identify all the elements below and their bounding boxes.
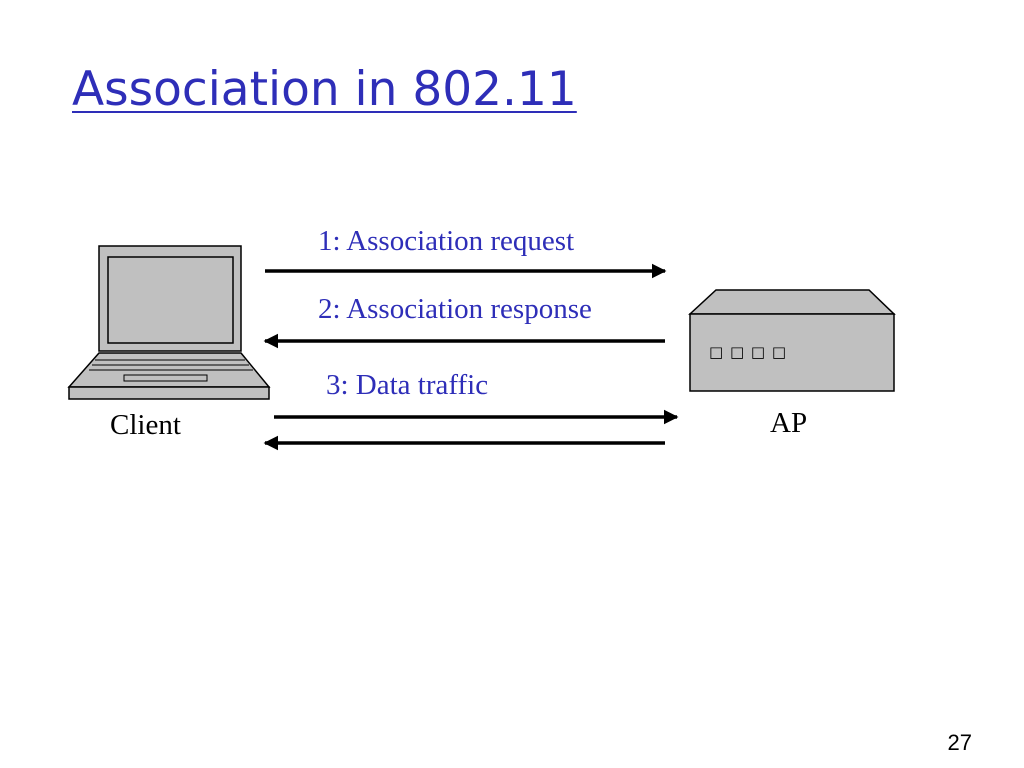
laptop-icon bbox=[67, 245, 271, 400]
page-number: 27 bbox=[947, 730, 972, 755]
ap-label: AP bbox=[770, 407, 808, 439]
association-response-label: 2: Association response bbox=[318, 293, 592, 325]
ap-indicator-lights: □ □ □ □ bbox=[709, 343, 787, 361]
association-request-label: 1: Association request bbox=[318, 225, 575, 257]
data-traffic-label: 3: Data traffic bbox=[326, 369, 489, 401]
access-point-icon bbox=[688, 289, 896, 392]
slide-title: Association in 802.11 bbox=[72, 62, 577, 117]
client-label: Client bbox=[110, 409, 181, 441]
